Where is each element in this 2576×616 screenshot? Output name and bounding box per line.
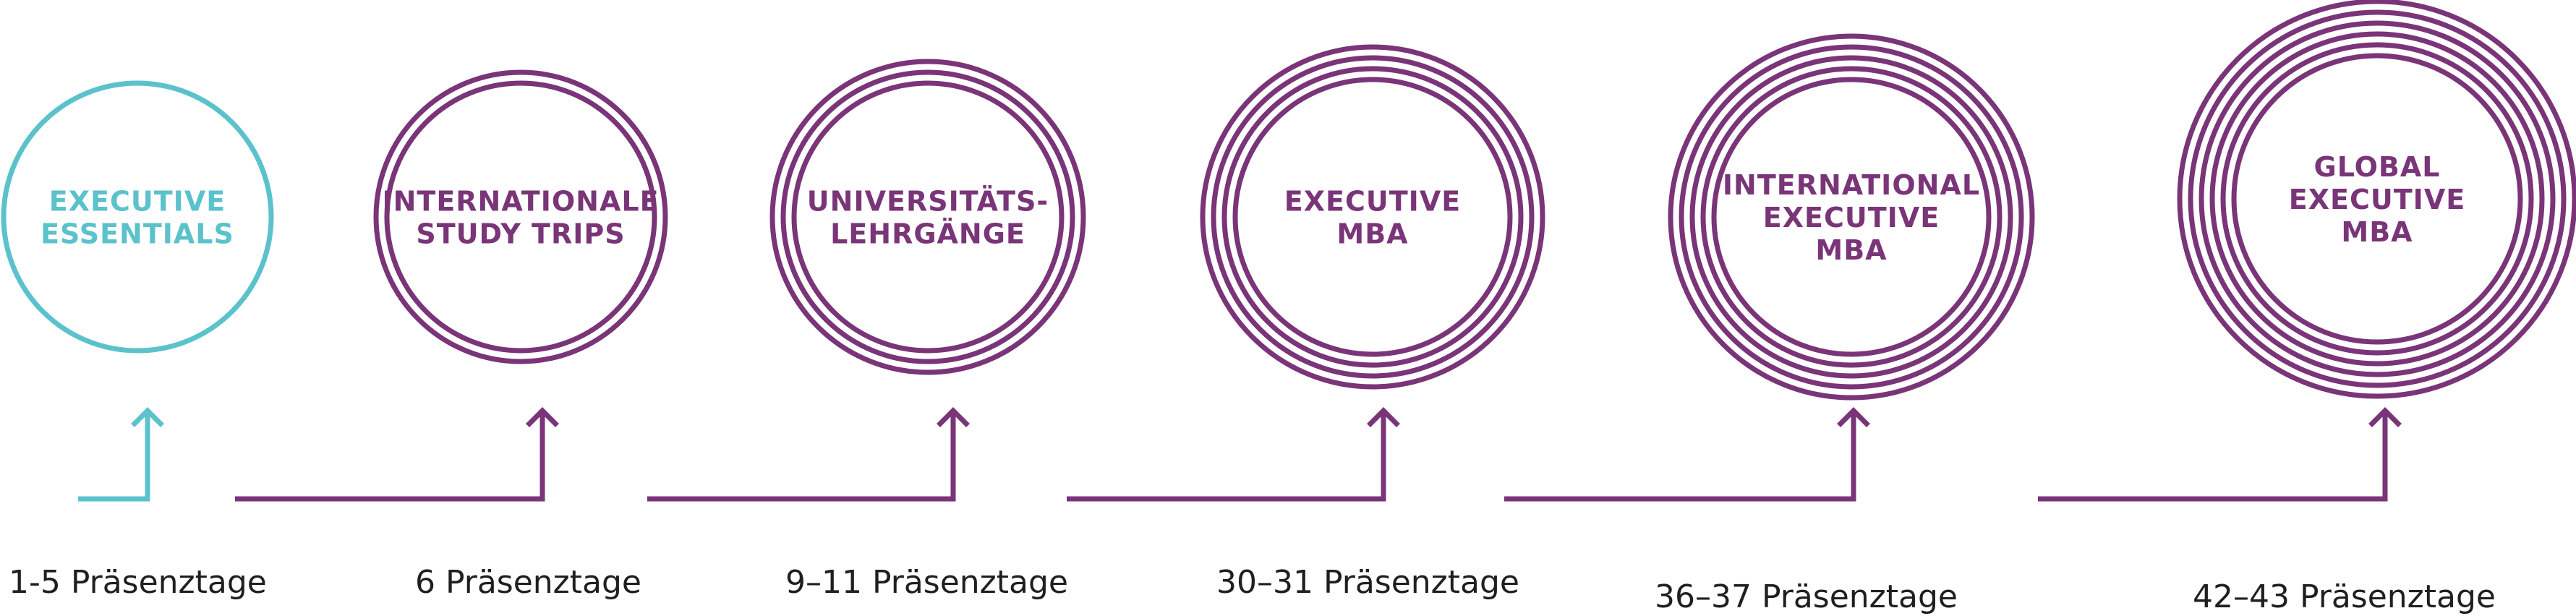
arrow-up-icon bbox=[526, 407, 559, 427]
program-ring bbox=[1211, 55, 1535, 379]
arrow-up-icon bbox=[1837, 407, 1870, 427]
program-ring bbox=[1679, 44, 2024, 390]
duration-label: 30–31 Präsenztage bbox=[1216, 564, 1519, 601]
program-title-line: GLOBAL bbox=[2314, 151, 2441, 183]
program-ring bbox=[1700, 66, 2003, 368]
program-title-line: EXECUTIVE bbox=[49, 186, 226, 218]
program-title-line: INTERNATIONAL bbox=[1723, 169, 1980, 201]
program-ring bbox=[1, 80, 274, 354]
program-ring bbox=[1232, 77, 1513, 357]
duration-label: 42–43 Präsenztage bbox=[2193, 578, 2496, 615]
arrow-up-icon bbox=[131, 407, 164, 427]
program-title-line: LEHRGÄNGE bbox=[830, 218, 1025, 250]
program-title-line: ESSENTIALS bbox=[40, 218, 234, 250]
program-ring bbox=[780, 69, 1075, 364]
progression-connector bbox=[235, 412, 545, 502]
program-ring bbox=[791, 80, 1065, 354]
program-ring bbox=[1221, 66, 1524, 368]
program-stage-3: UNIVERSITÄTS-LEHRGÄNGE 9–11 Präsenztage bbox=[647, 59, 1086, 601]
progression-connector bbox=[2038, 412, 2388, 502]
program-ring bbox=[2220, 42, 2534, 356]
program-ring bbox=[2231, 53, 2523, 345]
program-title-line: EXECUTIVE bbox=[1284, 186, 1461, 218]
program-ring bbox=[2198, 20, 2556, 377]
program-title-line: STUDY TRIPS bbox=[416, 218, 625, 250]
program-title-line: MBA bbox=[1815, 234, 1887, 266]
program-ring bbox=[1668, 33, 2035, 401]
duration-label: 6 Präsenztage bbox=[415, 564, 641, 601]
program-title-line: MBA bbox=[1336, 218, 1408, 250]
progression-connector bbox=[1504, 412, 1856, 502]
program-ring bbox=[1200, 44, 1545, 390]
program-ring bbox=[769, 59, 1086, 375]
progression-connector bbox=[1067, 412, 1386, 502]
duration-label: 1-5 Präsenztage bbox=[9, 564, 267, 601]
program-title-line: EXECUTIVE bbox=[1763, 202, 1940, 234]
program-ring bbox=[373, 69, 668, 364]
program-title-line: UNIVERSITÄTS- bbox=[807, 186, 1049, 218]
program-ring bbox=[384, 80, 657, 354]
program-ring bbox=[1711, 77, 1992, 357]
progression-connector bbox=[78, 412, 150, 502]
program-ring bbox=[2209, 31, 2545, 367]
progression-connector bbox=[647, 412, 956, 502]
duration-label: 9–11 Präsenztage bbox=[785, 564, 1068, 601]
program-title-line: MBA bbox=[2341, 216, 2413, 248]
duration-label: 36–37 Präsenztage bbox=[1655, 578, 1958, 615]
program-title-line: INTERNATIONALE bbox=[382, 186, 659, 218]
program-ring bbox=[2188, 9, 2567, 388]
arrow-up-icon bbox=[2368, 407, 2402, 427]
arrow-up-icon bbox=[937, 407, 970, 427]
arrow-up-icon bbox=[1367, 407, 1400, 427]
program-title-line: EXECUTIVE bbox=[2289, 184, 2465, 215]
program-ring bbox=[1689, 55, 2013, 379]
program-ring bbox=[2177, 0, 2576, 399]
